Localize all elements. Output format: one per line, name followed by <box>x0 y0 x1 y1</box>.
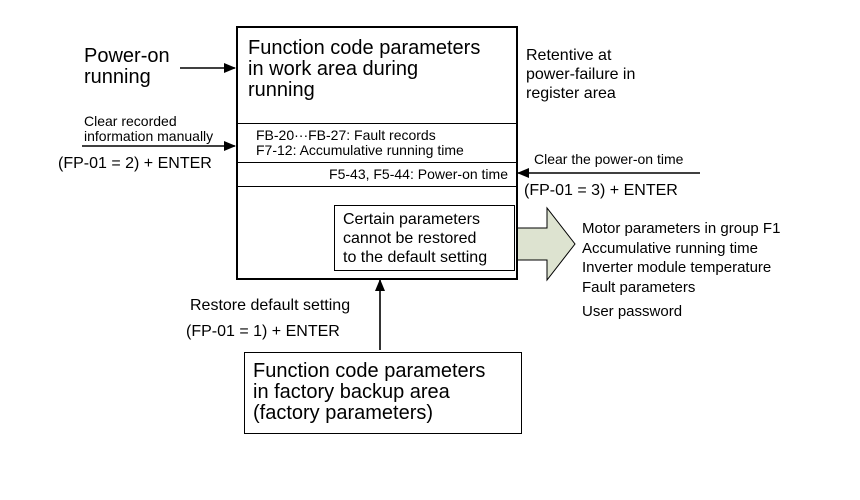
factory-backup-box: Function code parameters in factory back… <box>244 352 522 434</box>
divider-1 <box>238 123 516 124</box>
divider-2 <box>238 162 516 163</box>
retentive-note: Retentive at power-failure in register a… <box>526 47 636 102</box>
excluded-parameters-list: Motor parameters in group F1 Accumulativ… <box>582 219 780 322</box>
work-area-title: Function code parameters in work area du… <box>248 37 481 101</box>
restore-default-command: (FP-01 = 1) + ENTER <box>186 323 340 340</box>
clear-power-on-command: (FP-01 = 3) + ENTER <box>524 182 678 199</box>
work-area-box: Function code parameters in work area du… <box>236 26 518 280</box>
power-on-running-label: Power-on running <box>84 45 170 88</box>
fault-records-text: FB-20···FB-27: Fault records F7-12: Accu… <box>256 127 464 158</box>
power-on-time-text: F5-43, F5-44: Power-on time <box>329 166 508 182</box>
non-restorable-box: Certain parameters cannot be restored to… <box>334 205 515 271</box>
list-item: Fault parameters <box>582 278 696 296</box>
clear-power-on-label: Clear the power-on time <box>534 151 684 167</box>
list-item: Motor parameters in group F1 <box>582 220 781 237</box>
restore-default-label: Restore default setting <box>190 297 351 314</box>
clear-records-label: Clear recorded information manually <box>84 113 214 144</box>
list-item: User password <box>582 303 683 320</box>
excluded-parameters-arrow <box>516 206 576 282</box>
clear-records-command: (FP-01 = 2) + ENTER <box>58 155 212 172</box>
list-item: Inverter module temperature <box>582 259 772 276</box>
divider-3 <box>238 186 516 187</box>
list-item: Accumulative running time <box>582 239 758 257</box>
